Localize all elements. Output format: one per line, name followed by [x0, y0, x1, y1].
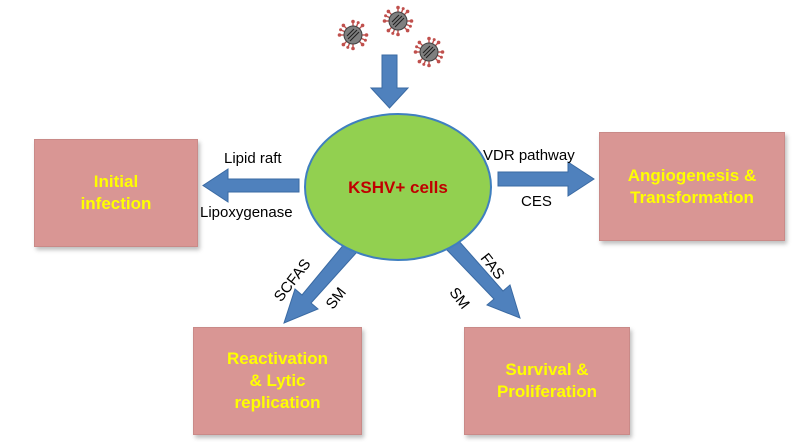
lipid-raft-label: Lipid raft	[224, 150, 282, 167]
reactivation-label: Reactivation & Lytic replication	[226, 349, 329, 412]
virus-icon	[337, 19, 369, 51]
angiogenesis-box: Angiogenesis & Transformation	[599, 132, 785, 241]
initial-infection-label: Initial infection	[80, 172, 152, 213]
arrow-lower-right	[445, 239, 521, 319]
ces-label: CES	[521, 193, 552, 210]
arrow-lower-left	[283, 242, 358, 324]
center-label: KSHV+ cells	[348, 177, 448, 197]
vdr-pathway-label: VDR pathway	[483, 147, 575, 164]
virus-icon	[382, 4, 414, 37]
lipoxygenase-label: Lipoxygenase	[200, 204, 293, 221]
arrow-right	[497, 161, 595, 197]
arrow-left	[202, 168, 300, 203]
initial-infection-box: Initial infection	[34, 139, 198, 247]
virus-icon	[413, 36, 445, 69]
reactivation-box: Reactivation & Lytic replication	[193, 327, 362, 435]
kshv-cell-ellipse	[304, 113, 492, 261]
survival-label: Survival & Proliferation	[496, 360, 598, 401]
arrow-down	[369, 54, 410, 109]
angiogenesis-label: Angiogenesis & Transformation	[627, 165, 757, 207]
survival-box: Survival & Proliferation	[464, 327, 630, 435]
